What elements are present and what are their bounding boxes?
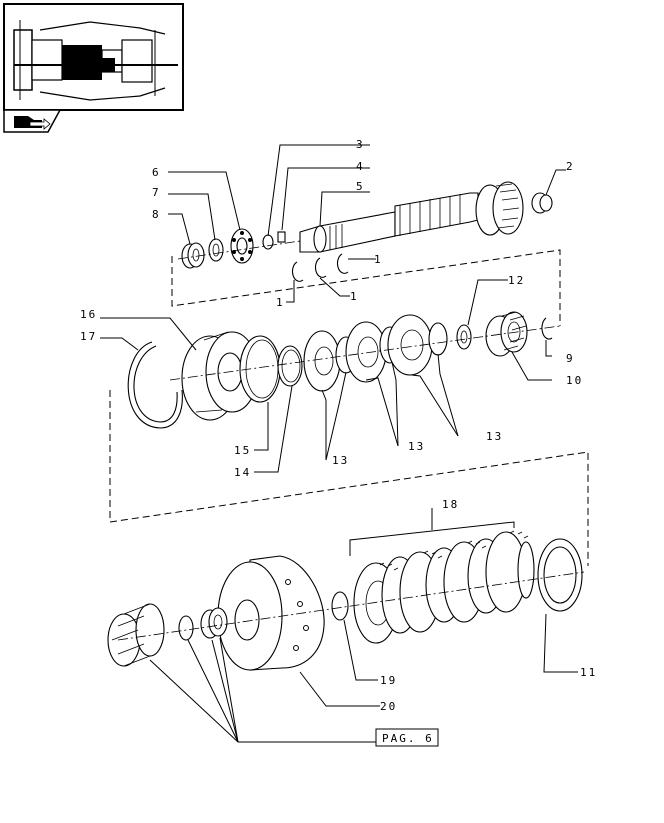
end-cap-part-2 bbox=[531, 192, 553, 214]
callout-12: 12 bbox=[508, 274, 525, 287]
gear-hub-part-10 bbox=[485, 311, 528, 357]
callout-20: 20 bbox=[380, 700, 397, 713]
callout-10: 10 bbox=[566, 374, 583, 387]
snap-ring-part-9 bbox=[541, 317, 553, 340]
arrow-folder-icon[interactable] bbox=[3, 109, 62, 133]
callout-1b: 1 bbox=[276, 296, 285, 309]
transmission-thumbnail[interactable] bbox=[3, 3, 184, 111]
callout-6: 6 bbox=[152, 166, 161, 179]
gear-part-pag6 bbox=[107, 603, 165, 667]
ring-part-19 bbox=[331, 591, 349, 621]
callout-13b: 13 bbox=[408, 440, 425, 453]
callout-7: 7 bbox=[152, 186, 161, 199]
group-boundary-1 bbox=[171, 249, 561, 326]
callout-14: 14 bbox=[234, 466, 251, 479]
spring-disc-part-13 bbox=[303, 314, 448, 392]
end-plate-part-11 bbox=[537, 538, 583, 612]
callout-13a: 13 bbox=[332, 454, 349, 467]
callout-8: 8 bbox=[152, 208, 161, 221]
callout-15: 15 bbox=[234, 444, 251, 457]
callout-19: 19 bbox=[380, 674, 397, 687]
callout-18: 18 bbox=[442, 498, 459, 511]
clutch-drum-part-20 bbox=[217, 555, 325, 671]
ring-part-pag6 bbox=[178, 615, 194, 641]
page-ref-label[interactable]: PAG. 6 bbox=[382, 732, 434, 745]
snap-ring-part-3 bbox=[262, 234, 274, 250]
snap-ring-part-1b bbox=[314, 257, 327, 278]
callout-16: 16 bbox=[80, 308, 97, 321]
needle-bearing-part-8 bbox=[181, 242, 205, 269]
callout-17: 17 bbox=[80, 330, 97, 343]
callout-1c: 1 bbox=[350, 290, 359, 303]
page-ref-box[interactable] bbox=[375, 728, 439, 747]
callout-9: 9 bbox=[566, 352, 575, 365]
group-boundary-2 bbox=[109, 390, 589, 566]
callout-5: 5 bbox=[356, 180, 365, 193]
bearing-part-pag6 bbox=[200, 607, 228, 639]
callout-1a: 1 bbox=[374, 253, 383, 266]
ring-part-12 bbox=[456, 324, 472, 350]
snap-ring-part-1c bbox=[336, 253, 349, 274]
key-part-4 bbox=[277, 231, 286, 243]
ring-part-7 bbox=[208, 238, 224, 262]
callout-11: 11 bbox=[580, 666, 597, 679]
callout-13c: 13 bbox=[486, 430, 503, 443]
callout-4: 4 bbox=[356, 160, 365, 173]
callout-3: 3 bbox=[356, 138, 365, 151]
main-shaft-part-5 bbox=[299, 181, 524, 253]
snap-ring-part-1a bbox=[291, 261, 304, 282]
bearing-part-6 bbox=[230, 228, 254, 264]
callout-2: 2 bbox=[566, 160, 575, 173]
clutch-disc-pack-part-18 bbox=[353, 530, 535, 644]
